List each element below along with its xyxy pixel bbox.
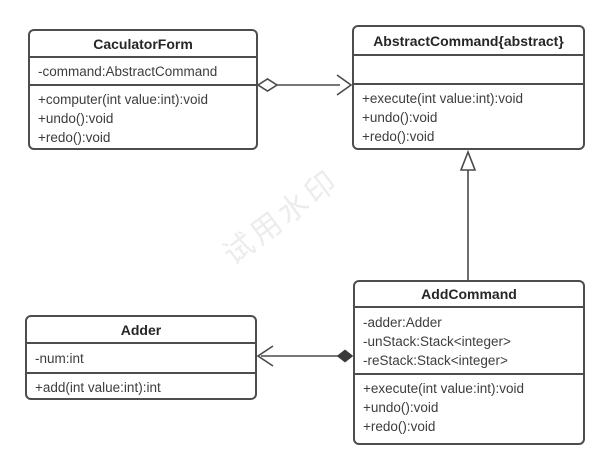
method-line: +redo():void <box>363 419 436 434</box>
hollow-diamond-icon <box>256 78 279 92</box>
method-line: +execute(int value:int):void <box>363 381 524 396</box>
attributes-section: -adder:Adder -unStack:Stack<integer> -re… <box>355 306 583 373</box>
class-name: AbstractCommand{abstract} <box>373 32 564 49</box>
attributes-section-empty <box>354 54 583 83</box>
open-arrowhead-icon <box>256 345 274 367</box>
hollow-triangle-icon <box>459 149 477 171</box>
methods-section: +computer(int value:int):void +undo():vo… <box>30 84 256 148</box>
method-line: +undo():void <box>363 400 439 415</box>
class-box-abstractcommand[interactable]: AbstractCommand{abstract} +execute(int v… <box>352 25 585 150</box>
class-box-addcommand[interactable]: AddCommand -adder:Adder -unStack:Stack<i… <box>353 280 585 445</box>
class-name: CaculatorForm <box>93 35 193 52</box>
methods-section: +execute(int value:int):void +undo():voi… <box>354 83 583 148</box>
attributes-section: -num:int <box>27 342 255 372</box>
method-line: +add(int value:int):int <box>35 380 161 395</box>
class-box-caculatorform[interactable]: CaculatorForm -command:AbstractCommand +… <box>28 29 258 150</box>
open-arrowhead-icon <box>336 74 353 96</box>
attribute-line: -unStack:Stack<integer> <box>363 334 511 349</box>
methods-section: +add(int value:int):int <box>27 372 255 398</box>
composition-connector[interactable] <box>256 345 354 367</box>
trial-watermark: 试用水印 <box>217 163 346 272</box>
method-line: +execute(int value:int):void <box>362 91 523 106</box>
method-line: +undo():void <box>362 110 438 125</box>
class-name: Adder <box>120 321 162 338</box>
attributes-section: -command:AbstractCommand <box>30 56 256 84</box>
method-line: +computer(int value:int):void <box>38 92 208 107</box>
method-line: +undo():void <box>38 111 114 126</box>
inheritance-connector[interactable] <box>459 149 477 280</box>
attribute-line: -command:AbstractCommand <box>38 64 218 79</box>
method-line: +redo():void <box>38 130 111 145</box>
attribute-line: -adder:Adder <box>363 315 442 330</box>
attribute-line: -num:int <box>35 351 84 366</box>
aggregation-connector[interactable] <box>256 74 353 96</box>
class-name: AddCommand <box>421 286 517 302</box>
class-box-adder[interactable]: Adder -num:int +add(int value:int):int <box>25 315 257 400</box>
method-line: +redo():void <box>362 129 435 144</box>
methods-section: +execute(int value:int):void +undo():voi… <box>355 373 583 443</box>
filled-diamond-icon <box>336 349 354 363</box>
attribute-line: -reStack:Stack<integer> <box>363 353 508 368</box>
